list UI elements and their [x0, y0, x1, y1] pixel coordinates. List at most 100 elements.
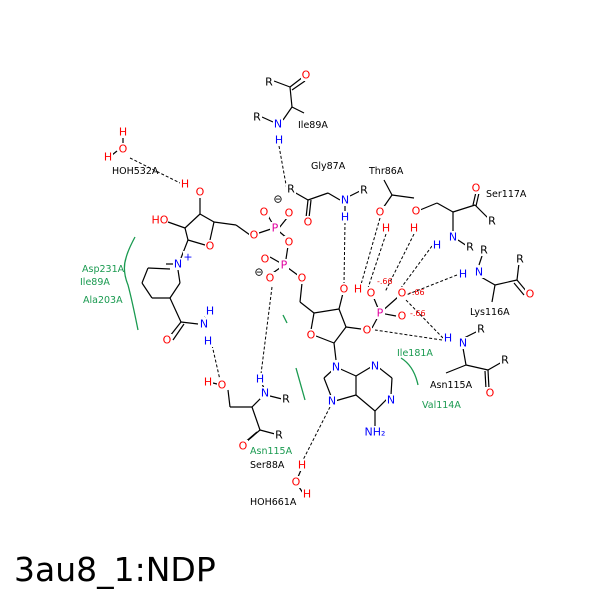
atom-background	[432, 239, 442, 251]
atom-background	[118, 143, 128, 155]
atom-background	[155, 214, 165, 226]
atom-background	[249, 229, 259, 241]
diagram-title: 3au8_1:NDP	[14, 550, 216, 589]
covalent-bond	[282, 106, 293, 121]
atom-background	[306, 329, 316, 341]
hydrogen-bond	[397, 245, 433, 293]
covalent-bond	[180, 321, 199, 325]
covalent-bond	[184, 213, 201, 229]
covalent-bond	[338, 308, 347, 328]
atom-background	[203, 376, 213, 388]
covalent-bond	[487, 361, 503, 371]
atom-background	[443, 332, 453, 344]
atom-r: R	[282, 393, 290, 406]
covalent-bond	[184, 227, 189, 241]
atom-background	[458, 337, 468, 349]
covalent-bond	[273, 80, 291, 88]
covalent-bond	[484, 370, 487, 390]
covalent-bond	[212, 382, 218, 385]
hydrogen-bond	[384, 233, 415, 293]
charge-label: -.66	[377, 277, 393, 286]
covalent-bond	[299, 301, 315, 314]
covalent-bond	[338, 292, 344, 310]
hydrogen-bond	[343, 221, 346, 285]
atom-background	[465, 241, 475, 253]
hydrophobic-contact-arc	[295, 367, 306, 401]
covalent-bond	[289, 86, 293, 108]
residue-label: Asn115A	[430, 380, 473, 391]
covalent-bond	[478, 255, 483, 266]
atom-o: O	[376, 206, 385, 219]
atom-nh2: NH₂	[365, 426, 386, 439]
atom-background	[264, 76, 274, 88]
residue-label: Thr86A	[368, 166, 404, 177]
covalent-bond	[259, 429, 276, 435]
covalent-bond	[382, 194, 393, 209]
atom-r: R	[516, 253, 524, 266]
atom-h: H	[354, 283, 362, 296]
atom-ho: HO	[152, 214, 169, 227]
covalent-bond	[355, 394, 376, 412]
atom-background	[487, 215, 497, 227]
covalent-bond	[313, 308, 340, 314]
covalent-bond	[141, 282, 153, 299]
atom-background	[273, 118, 283, 130]
atom-p: P	[281, 259, 288, 272]
bonds	[111, 76, 528, 494]
covalent-bond	[310, 312, 315, 331]
atom-r: R	[275, 429, 283, 442]
covalent-bond	[333, 326, 347, 344]
atom-background	[118, 126, 128, 138]
hydrogen-bond	[403, 297, 444, 339]
covalent-bond	[172, 323, 185, 341]
atom-background	[359, 184, 369, 196]
covalent-bond	[141, 267, 149, 284]
atom-background	[252, 111, 262, 123]
covalent-bond	[516, 262, 520, 281]
atom-o: O	[285, 236, 294, 249]
covalent-bond	[299, 282, 303, 303]
atom-background	[270, 222, 280, 234]
atom-background	[301, 69, 311, 81]
atom-h: H	[341, 211, 349, 224]
hydrophobic-contact-arc	[400, 357, 419, 386]
hydrogen-bond	[367, 233, 387, 289]
hydrogen-bond	[211, 344, 221, 381]
atom-r: R	[287, 183, 295, 196]
covalent-bond	[180, 239, 189, 259]
atom-n: N	[449, 231, 457, 244]
atom-background	[273, 193, 283, 205]
covalent-bond	[355, 366, 372, 377]
hydrogen-bond	[278, 145, 288, 191]
covalent-bond	[491, 284, 496, 303]
atom-background	[525, 288, 535, 300]
covalent-bond	[445, 364, 467, 374]
covalent-bond	[177, 269, 181, 284]
atom-background	[340, 194, 350, 206]
atom-nplus: N	[174, 258, 182, 271]
residue-labels: Ile89A HOH532A Gly87A Thr86A Ser117A Lys…	[80, 120, 527, 508]
hydrogen-bond	[302, 406, 331, 461]
atom-background	[448, 231, 458, 243]
atom-background	[474, 266, 484, 278]
covalent-bond	[480, 276, 496, 286]
covalent-bond	[169, 297, 182, 323]
atom-background	[203, 335, 213, 347]
atom-background	[471, 182, 481, 194]
residue-label: HOH661A	[250, 497, 297, 508]
atom-n: N	[341, 194, 349, 207]
hydrophobic-label: Ala203A	[83, 295, 123, 306]
covalent-bond	[278, 217, 288, 229]
atom-o: O	[367, 287, 376, 300]
covalent-bond	[269, 395, 283, 400]
covalent-bond	[285, 245, 289, 260]
covalent-bond	[291, 80, 306, 91]
atom-background	[199, 318, 209, 330]
covalent-bond	[390, 377, 393, 396]
atom-background	[303, 216, 313, 228]
atom-background	[397, 287, 407, 299]
atom-background	[265, 272, 275, 284]
covalent-bond	[187, 239, 206, 246]
atom-h: H	[382, 222, 390, 235]
